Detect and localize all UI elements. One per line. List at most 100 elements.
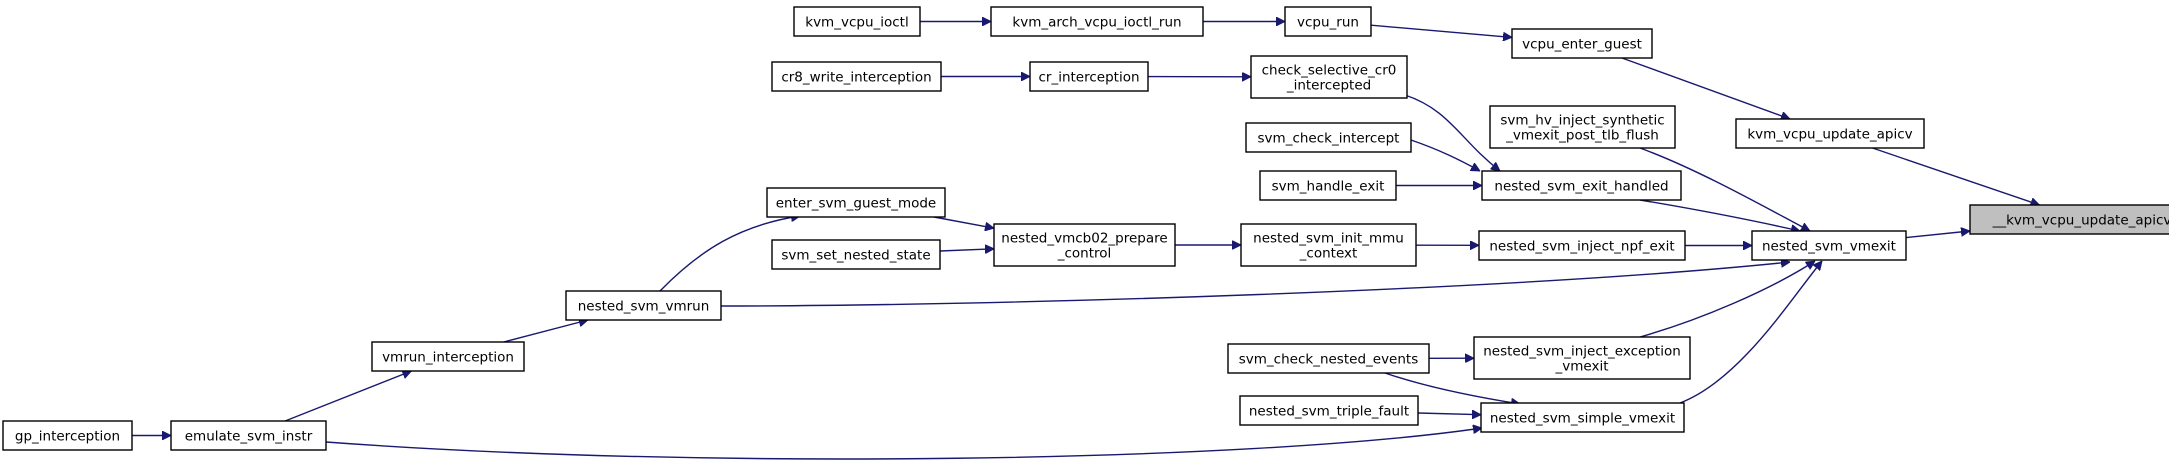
- node-nested-svm-vmrun[interactable]: nested_svm_vmrun: [565, 290, 722, 321]
- node-box: [1489, 105, 1676, 149]
- node-label: vcpu_run: [1297, 15, 1359, 31]
- node-vmrun-interception[interactable]: vmrun_interception: [371, 341, 525, 372]
- node-label: check_selective_cr0: [1262, 63, 1397, 79]
- node-label: emulate_svm_instr: [185, 429, 313, 445]
- node-label: vmrun_interception: [382, 350, 514, 366]
- node-box: [1250, 55, 1408, 99]
- edge-vcpu_run-to-vcpu_enter_guest: [1370, 24, 1512, 37]
- node-label: nested_svm_inject_npf_exit: [1489, 239, 1674, 255]
- node-label: _vmexit: [1555, 359, 1609, 375]
- node-label: __kvm_vcpu_update_apicv: [1992, 213, 2169, 229]
- node-nested-svm-inject-exception-vmexit[interactable]: nested_svm_inject_exception_vmexit: [1473, 336, 1691, 380]
- node-kvm-vcpu-update-apicv[interactable]: kvm_vcpu_update_apicv: [1735, 118, 1925, 149]
- node-nested-svm-inject-npf-exit[interactable]: nested_svm_inject_npf_exit: [1478, 230, 1686, 261]
- node-svm-set-nested-state[interactable]: svm_set_nested_state: [771, 239, 941, 270]
- node-box: [1029, 61, 1149, 92]
- edge-enter_svm_guest_mode-to-nested_vmcb02_prepare_control: [933, 216, 994, 228]
- edge-nested_svm_simple_vmexit-to-nested_svm_vmexit: [1679, 261, 1822, 404]
- node-vcpu-enter-guest[interactable]: vcpu_enter_guest: [1511, 28, 1653, 59]
- node-cr8-write-interception[interactable]: cr8_write_interception: [771, 61, 942, 92]
- node-box: [1259, 170, 1397, 201]
- node-nested-svm-simple-vmexit[interactable]: nested_svm_simple_vmexit: [1480, 402, 1685, 433]
- edge-kvm_vcpu_update_apicv-to-root: [1872, 147, 2040, 205]
- edge-nested_svm_triple_fault-to-nested_svm_simple_vmexit: [1417, 413, 1481, 415]
- node-box: [1227, 343, 1430, 374]
- node-gp-interception[interactable]: gp_interception: [2, 420, 133, 451]
- node-cr-interception[interactable]: cr_interception: [1029, 61, 1149, 92]
- node-box: [1473, 336, 1691, 380]
- node-label: svm_hv_inject_synthetic: [1500, 113, 1664, 129]
- node-label: svm_check_nested_events: [1239, 352, 1419, 368]
- node-label: _intercepted: [1286, 78, 1371, 94]
- edge-check_selective_cr0-to-nested_svm_exit_handled: [1404, 94, 1500, 171]
- node-label: kvm_vcpu_ioctl: [805, 15, 908, 31]
- edge-vcpu_enter_guest-to-kvm_vcpu_update_apicv: [1621, 57, 1790, 119]
- node-box: [1240, 223, 1417, 267]
- node-box: [1969, 204, 2169, 235]
- node-label: cr_interception: [1038, 70, 1139, 86]
- node-box: [1239, 395, 1419, 426]
- node-check-selective-cr0[interactable]: check_selective_cr0_intercepted: [1250, 55, 1408, 99]
- edge-emulate_svm_instr-to-vmrun_interception: [284, 371, 411, 422]
- node-label: nested_svm_triple_fault: [1249, 404, 1409, 420]
- node-kvm-arch-vcpu-ioctl-run[interactable]: kvm_arch_vcpu_ioctl_run: [990, 6, 1204, 37]
- edge-svm_check_nested_events-to-nested_svm_simple_vmexit: [1384, 372, 1520, 404]
- call-nodes: __kvm_vcpu_update_apicv kvm_vcpu_update_a…: [2, 6, 2169, 451]
- node-box: [1245, 122, 1412, 153]
- node-svm-check-intercept[interactable]: svm_check_intercept: [1245, 122, 1412, 153]
- node-box: [565, 290, 722, 321]
- node-box: [1481, 170, 1682, 201]
- edge-vmrun_interception-to-nested_svm_vmrun: [503, 320, 588, 343]
- node-label: cr8_write_interception: [781, 70, 931, 86]
- node-label: _control: [1057, 246, 1112, 262]
- node-box: [993, 223, 1176, 267]
- edge-svm_set_nested_state-to-nested_vmcb02_prepare_control: [939, 249, 994, 251]
- edge-nested_svm_vmexit-to-root: [1905, 231, 1970, 239]
- node-svm-hv-inject[interactable]: svm_hv_inject_synthetic_vmexit_post_tlb_…: [1489, 105, 1676, 149]
- node-label: nested_svm_inject_exception: [1483, 344, 1681, 360]
- node-vcpu-run[interactable]: vcpu_run: [1284, 6, 1372, 37]
- node-label: enter_svm_guest_mode: [776, 196, 936, 212]
- node-nested-svm-exit-handled[interactable]: nested_svm_exit_handled: [1481, 170, 1682, 201]
- node-label: svm_handle_exit: [1272, 179, 1385, 195]
- node-box: [170, 420, 327, 451]
- edge-nested_svm_exit_handled-to-nested_svm_vmexit: [1639, 199, 1800, 231]
- node-enter-svm-guest-mode[interactable]: enter_svm_guest_mode: [766, 187, 946, 218]
- node-box: [1284, 6, 1372, 37]
- node-emulate-svm-instr[interactable]: emulate_svm_instr: [170, 420, 327, 451]
- node-label: nested_svm_init_mmu: [1253, 231, 1404, 247]
- node-box: [371, 341, 525, 372]
- edge-nested_svm_vmrun-to-nested_svm_vmexit: [720, 262, 1790, 307]
- edge-nested_svm_inject_exception_vmexit-to-nested_svm_vmexit: [1639, 260, 1815, 338]
- node-box: [1478, 230, 1686, 261]
- node-box: [766, 187, 946, 218]
- edge-svm_hv_inject-to-nested_svm_vmexit: [1639, 147, 1810, 232]
- call-edges: [132, 22, 2040, 460]
- node-nested-svm-vmexit[interactable]: nested_svm_vmexit: [1751, 230, 1907, 261]
- node-nested-svm-triple-fault[interactable]: nested_svm_triple_fault: [1239, 395, 1419, 426]
- node-box: [990, 6, 1204, 37]
- node-label: gp_interception: [15, 429, 120, 445]
- edge-svm_check_intercept-to-nested_svm_exit_handled: [1410, 139, 1480, 172]
- node-svm-handle-exit[interactable]: svm_handle_exit: [1259, 170, 1397, 201]
- node-nested-svm-init-mmu-context[interactable]: nested_svm_init_mmu_context: [1240, 223, 1417, 267]
- node-root[interactable]: __kvm_vcpu_update_apicv: [1969, 204, 2169, 235]
- node-label: _vmexit_post_tlb_flush: [1505, 128, 1659, 144]
- node-label: _context: [1299, 246, 1358, 262]
- node-label: nested_svm_vmexit: [1762, 239, 1896, 255]
- node-box: [1511, 28, 1653, 59]
- node-label: nested_svm_exit_handled: [1494, 179, 1668, 195]
- node-box: [1480, 402, 1685, 433]
- node-svm-check-nested-events[interactable]: svm_check_nested_events: [1227, 343, 1430, 374]
- node-label: kvm_vcpu_update_apicv: [1747, 127, 1912, 143]
- node-box: [1735, 118, 1925, 149]
- node-label: kvm_arch_vcpu_ioctl_run: [1012, 15, 1181, 31]
- node-kvm-vcpu-ioctl[interactable]: kvm_vcpu_ioctl: [793, 6, 921, 37]
- node-box: [2, 420, 133, 451]
- node-label: nested_svm_simple_vmexit: [1490, 411, 1675, 427]
- node-box: [771, 239, 941, 270]
- node-nested-vmcb02-prepare-control[interactable]: nested_vmcb02_prepare_control: [993, 223, 1176, 267]
- edge-emulate_svm_instr-to-nested_svm_simple_vmexit: [325, 428, 1482, 460]
- edge-nested_svm_vmrun-to-enter_svm_guest_mode: [659, 216, 800, 292]
